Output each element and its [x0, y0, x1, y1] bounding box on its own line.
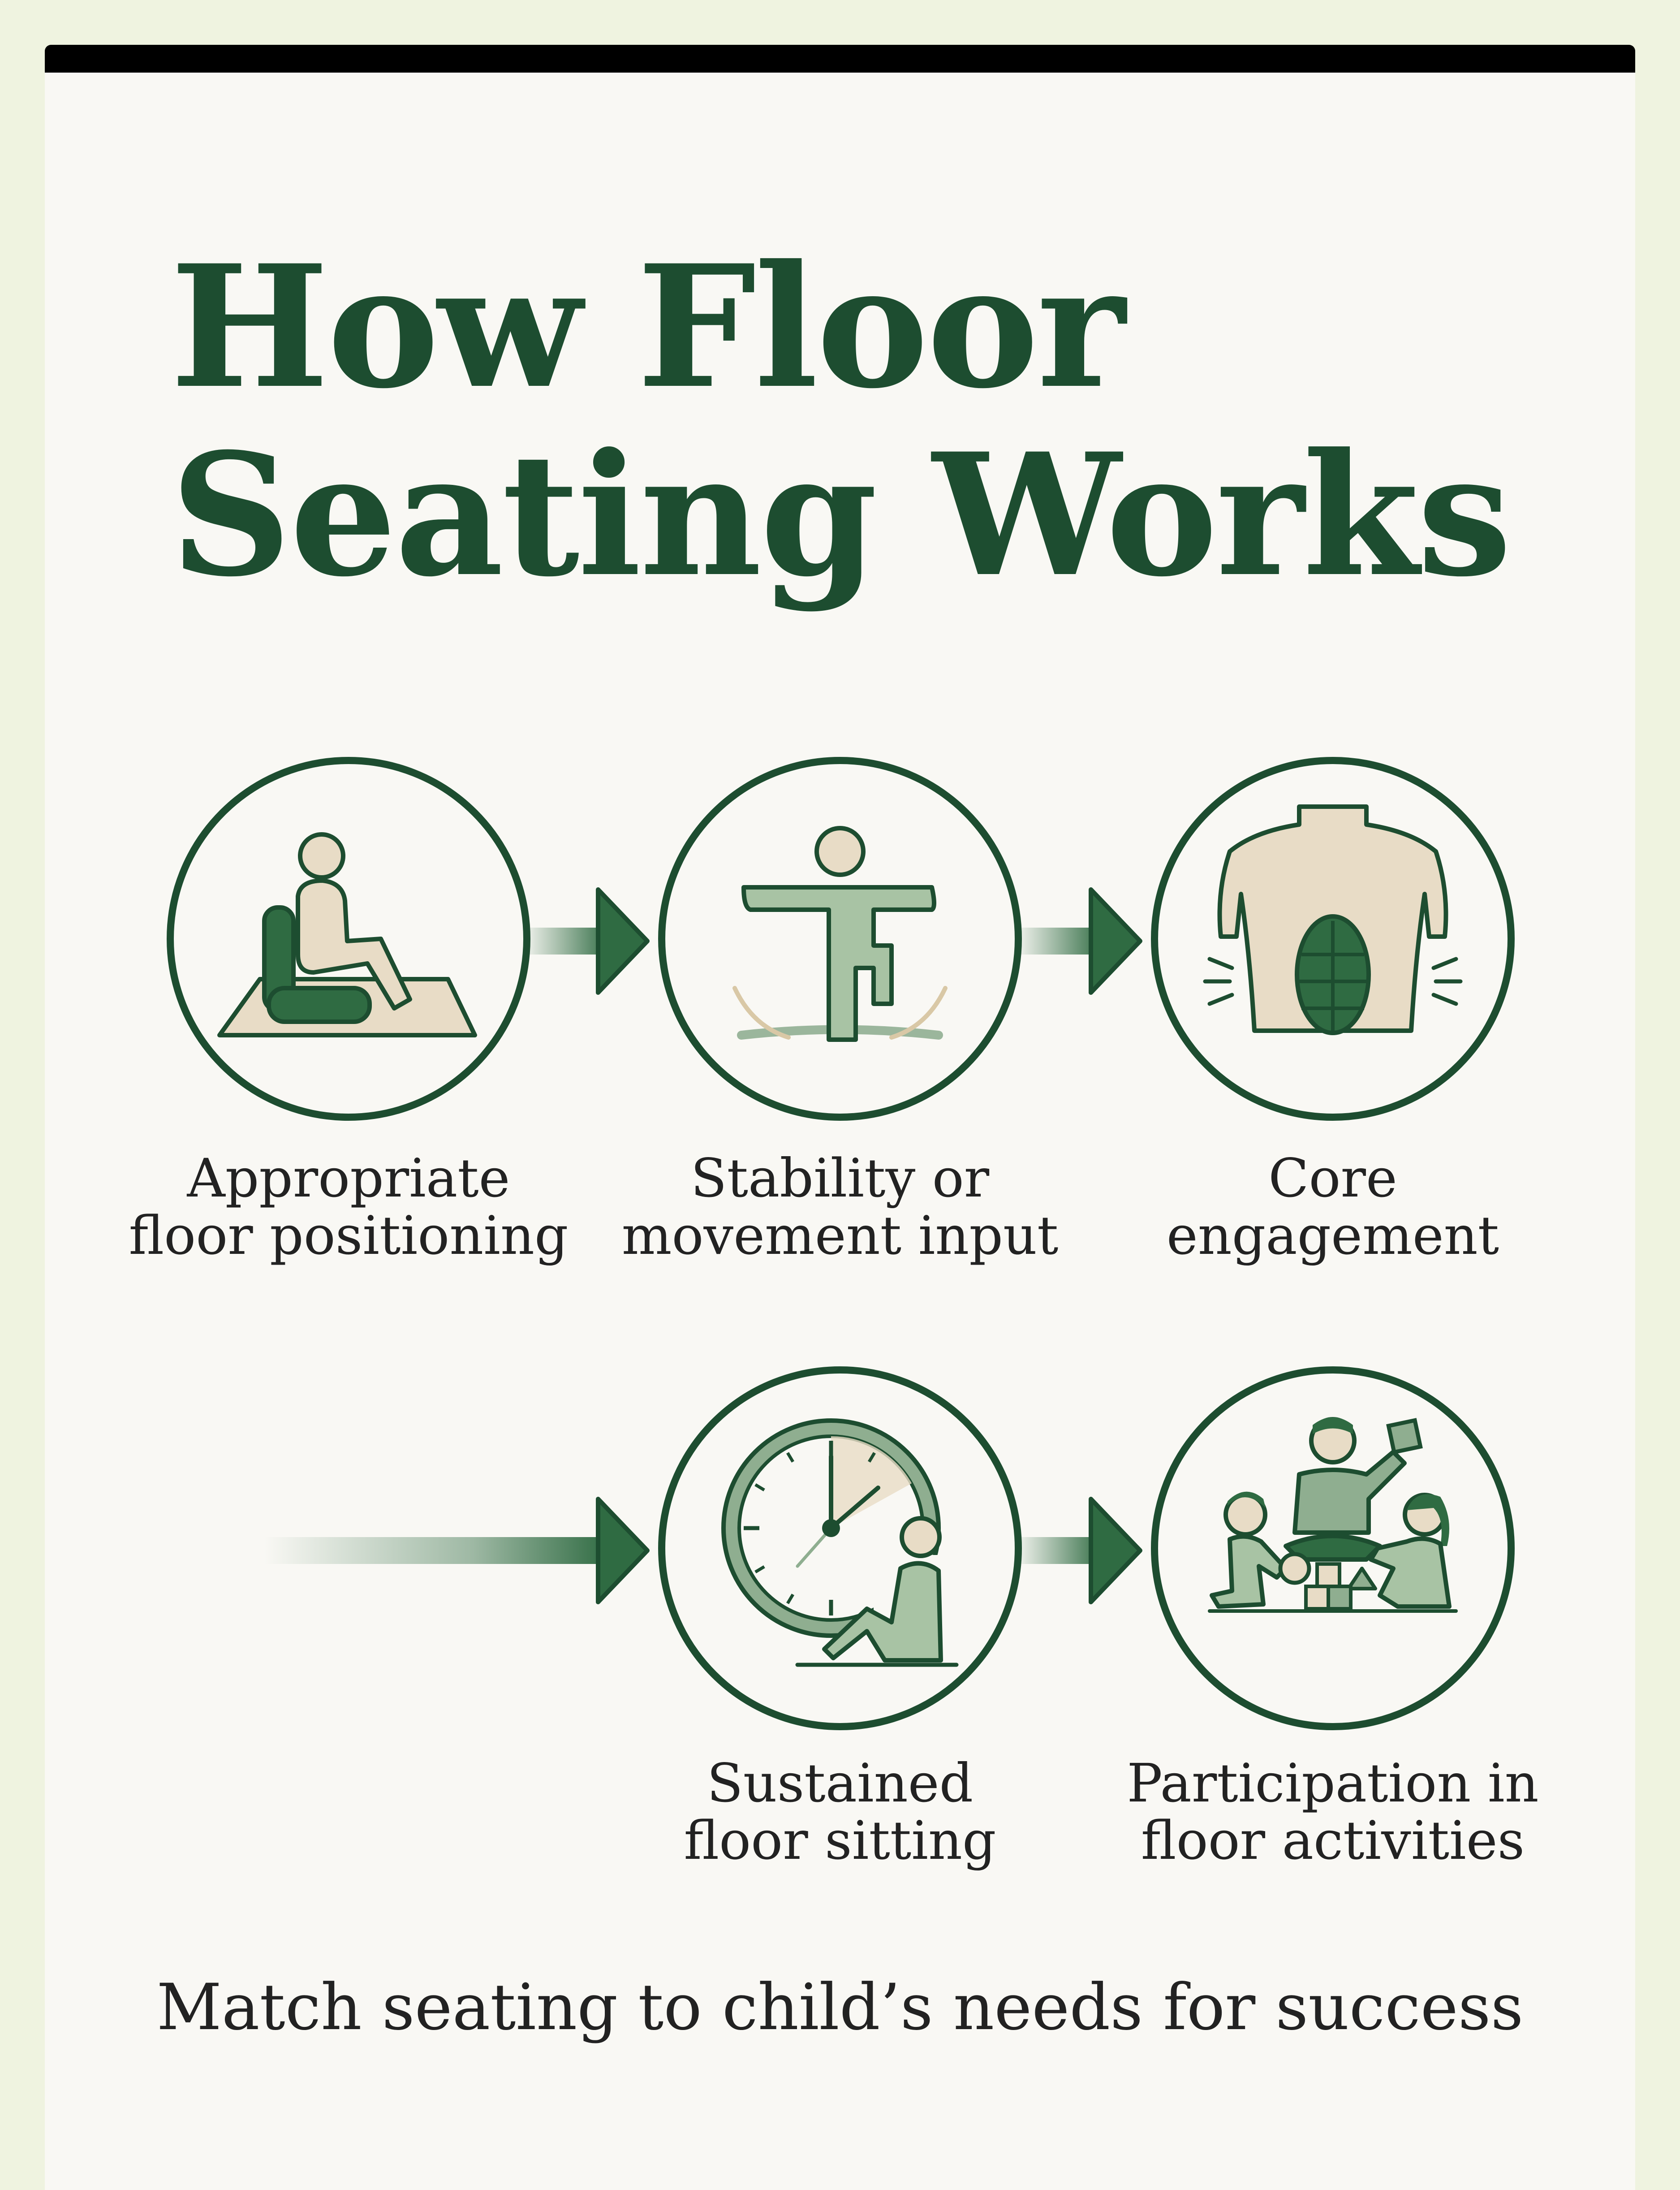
- title-line-2: Seating Works: [170, 417, 1512, 614]
- step-2-circle: [658, 757, 1022, 1121]
- balance-icon: [732, 826, 948, 1042]
- core-muscles-icon: [1203, 804, 1463, 1035]
- step-5-label-line-1: Participation in: [1127, 1752, 1539, 1814]
- step-5-label-line-2: floor activities: [1141, 1810, 1525, 1871]
- arrow-1-to-2: [522, 887, 650, 995]
- step-5-circle: [1151, 1366, 1515, 1730]
- floor-cushion-sitting-icon: [217, 832, 477, 1037]
- step-4-label-line-1: Sustained: [706, 1752, 974, 1814]
- step-2-label-line-1: Stability or: [690, 1147, 990, 1209]
- step-3-circle: [1151, 757, 1515, 1121]
- footer-tagline: Match seating to child’s needs for succe…: [156, 1970, 1524, 2044]
- group-play-icon: [1208, 1417, 1458, 1613]
- step-1-circle: [167, 757, 530, 1121]
- step-4-label: Sustained floor sitting: [616, 1754, 1064, 1869]
- arrow-4-to-5: [1015, 1497, 1142, 1604]
- step-3-label-line-1: Core: [1268, 1147, 1397, 1209]
- title-line-1: How Floor: [170, 229, 1125, 426]
- step-3-label: Core engagement: [1109, 1149, 1557, 1264]
- page-title: How Floor Seating Works: [170, 229, 1512, 614]
- step-4-circle: [658, 1366, 1022, 1730]
- step-5-label: Participation in floor activities: [1109, 1754, 1557, 1869]
- step-4-label-line-2: floor sitting: [684, 1810, 996, 1871]
- step-1-label: Appropriate floor positioning: [125, 1149, 573, 1264]
- step-1-label-line-2: floor positioning: [129, 1205, 569, 1266]
- step-2-label: Stability or movement input: [616, 1149, 1064, 1264]
- step-1-label-line-1: Appropriate: [187, 1147, 510, 1209]
- arrow-2-to-3: [1015, 887, 1142, 995]
- arrow-row-2-entry: [264, 1497, 650, 1604]
- step-2-label-line-2: movement input: [621, 1205, 1059, 1266]
- step-3-label-line-2: engagement: [1166, 1205, 1499, 1266]
- clock-sitting-icon: [721, 1418, 959, 1667]
